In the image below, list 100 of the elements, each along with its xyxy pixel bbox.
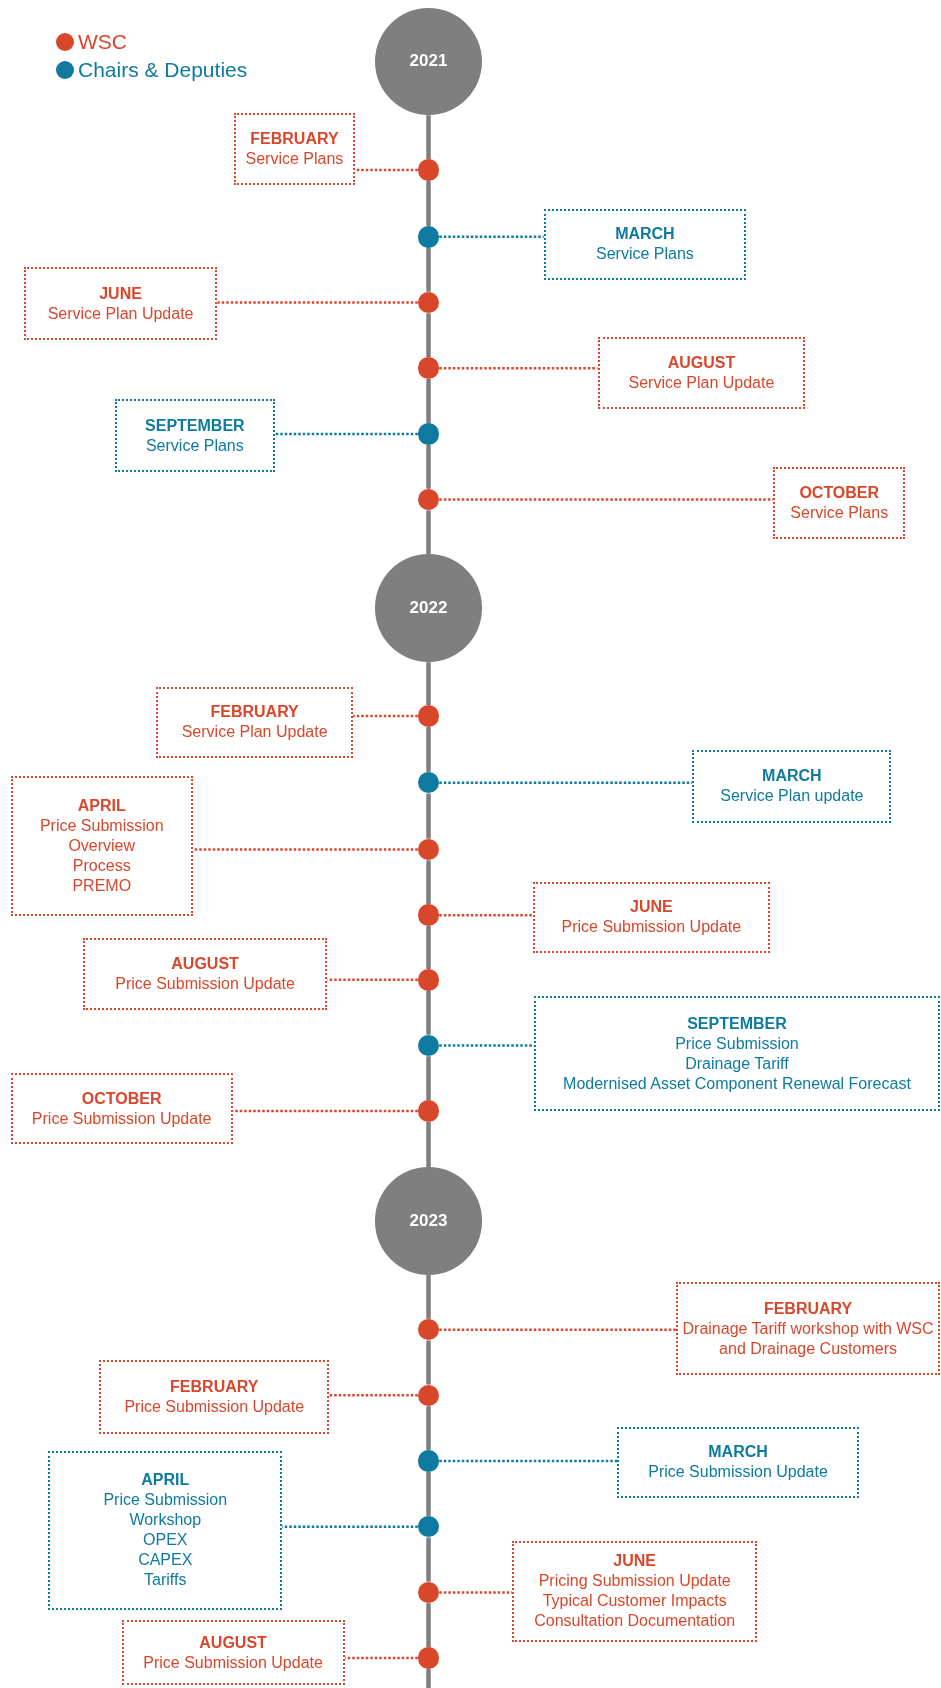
timeline-dot (417, 705, 440, 727)
timeline-dot (417, 1318, 440, 1341)
legend-label: WSC (78, 30, 127, 55)
connector-line (329, 1394, 418, 1397)
timeline-dot (417, 1384, 440, 1407)
timeline-line (426, 1603, 431, 1648)
year-label: 2021 (409, 51, 448, 72)
event-text: Price Submission Update (115, 973, 295, 994)
event-text: Drainage Tariff (685, 1053, 789, 1074)
event-text: Price Submission (675, 1033, 799, 1054)
connector-line (353, 714, 418, 718)
timeline-line (426, 1406, 431, 1451)
timeline-line (426, 444, 431, 489)
timeline-line (426, 925, 431, 969)
timeline-line (426, 115, 431, 160)
event-text: OPEX (143, 1530, 188, 1551)
timeline-dot (417, 1647, 440, 1669)
event-text: Drainage Tariff workshop with WSC and Drainage Customers (682, 1318, 934, 1359)
timeline-line (426, 1274, 431, 1319)
month-heading: JUNE (99, 283, 142, 304)
event-text: Service Plan Update (181, 722, 328, 743)
year-label: 2022 (409, 598, 448, 619)
event-box (233, 113, 356, 186)
event-box (773, 467, 906, 540)
timeline-dot (417, 1515, 440, 1538)
event-box (10, 1073, 233, 1145)
event-box (676, 1282, 940, 1375)
event-box (534, 995, 940, 1112)
timeline-line (426, 990, 431, 1035)
month-heading: FEBRUARY (250, 129, 339, 150)
connector-line (355, 168, 418, 172)
timeline-dot (417, 488, 440, 511)
timeline-line (426, 1340, 431, 1385)
timeline-dot (417, 969, 440, 991)
timeline-line (426, 1121, 431, 1168)
connector-line (344, 1656, 418, 1660)
event-text: Process (72, 856, 131, 877)
timeline-line (426, 247, 431, 292)
event-box (532, 881, 770, 953)
event-text: Tariffs (144, 1570, 187, 1591)
connector-line (232, 1109, 418, 1113)
timeline-dot (417, 357, 440, 379)
timeline-dot (417, 838, 440, 861)
timeline-dot (417, 771, 440, 794)
timeline-line (426, 1056, 431, 1101)
timeline-dot (417, 291, 440, 314)
event-text: Service Plans (596, 244, 694, 265)
event-box (512, 1540, 757, 1642)
event-text: Price Submission (103, 1490, 228, 1511)
month-heading: APRIL (141, 1470, 190, 1491)
month-heading: FEBRUARY (210, 702, 299, 723)
connector-line (327, 978, 418, 981)
event-text: Consultation Documentation (534, 1611, 736, 1632)
connector-line (439, 366, 598, 370)
timeline-dot (417, 1450, 440, 1472)
event-text: Price Submission Update (31, 1108, 212, 1129)
month-heading: AUGUST (199, 1632, 267, 1653)
month-heading: AUGUST (667, 353, 736, 374)
timeline-dot (417, 1581, 440, 1604)
connector-line (282, 1525, 418, 1528)
connector-line (439, 1591, 513, 1594)
connector-line (439, 1044, 534, 1047)
event-text: Price Submission Update (561, 917, 742, 938)
connector-line (439, 235, 544, 239)
month-heading: APRIL (77, 796, 126, 817)
month-heading: MARCH (762, 766, 822, 787)
month-heading: MARCH (708, 1442, 768, 1463)
event-text: Service Plan Update (628, 373, 775, 394)
event-text: CAPEX (138, 1550, 193, 1571)
timeline-dot (417, 1100, 440, 1122)
event-box (616, 1426, 860, 1498)
month-heading: OCTOBER (799, 483, 880, 504)
month-heading: JUNE (613, 1551, 656, 1572)
month-heading: SEPTEMBER (687, 1013, 787, 1034)
event-text: PREMO (72, 876, 132, 897)
event-box (543, 208, 747, 280)
event-text: Overview (68, 836, 136, 857)
event-box (692, 750, 892, 823)
month-heading: FEBRUARY (763, 1298, 853, 1319)
timeline-line (426, 726, 431, 772)
connector-line (439, 498, 774, 501)
month-heading: JUNE (630, 897, 673, 918)
event-text: Service Plans (245, 149, 344, 170)
event-text: Price Submission Update (143, 1652, 323, 1673)
timeline-line (426, 1668, 431, 1688)
event-text: Pricing Submission Update (538, 1571, 731, 1592)
event-text: Service Plan Update (47, 303, 194, 324)
timeline-line (426, 313, 431, 358)
month-heading: FEBRUARY (170, 1376, 259, 1397)
timeline-dot (417, 1034, 440, 1057)
timeline-dot (417, 159, 440, 181)
connector-line (217, 301, 418, 304)
legend-label: Chairs & Deputies (78, 58, 248, 83)
event-box (121, 1620, 345, 1685)
event-box (99, 1359, 330, 1435)
event-text: Service Plan update (720, 786, 864, 807)
timeline-dot (417, 904, 440, 926)
month-heading: OCTOBER (81, 1088, 162, 1109)
event-box (48, 1451, 283, 1610)
timeline-dot (417, 423, 440, 445)
